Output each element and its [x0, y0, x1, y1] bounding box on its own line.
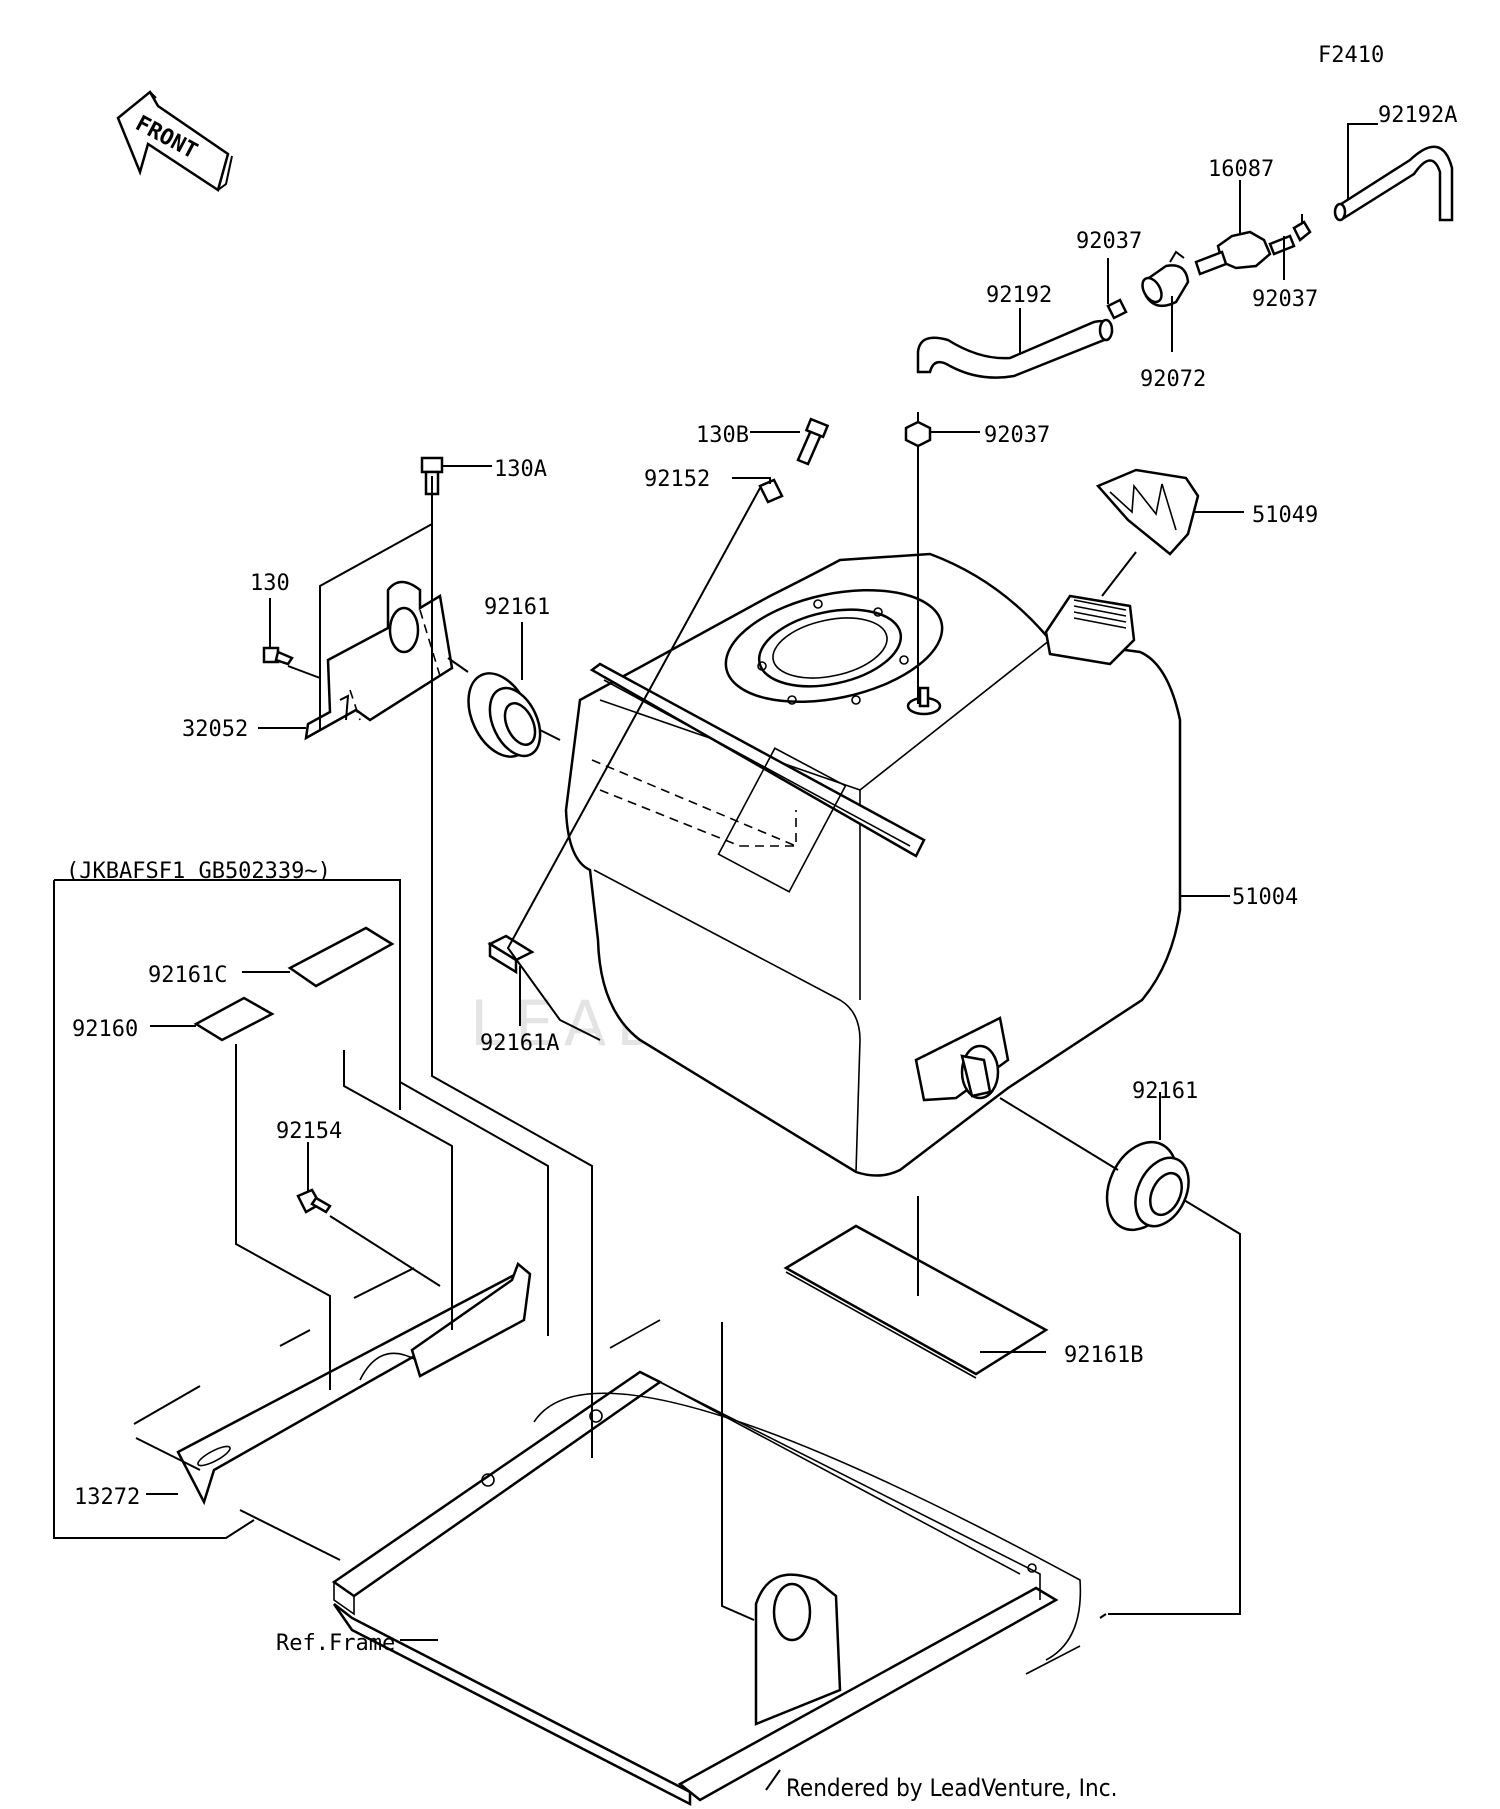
label-92161-b[interactable]: 92161: [1132, 1079, 1198, 1104]
part-labels: 92192A 16087 92037 92037 92192 92072 130…: [72, 103, 1457, 1656]
front-arrow-icon: FRONT: [116, 90, 233, 192]
label-92161B[interactable]: 92161B: [1064, 1343, 1143, 1368]
filter-16087[interactable]: [1194, 230, 1296, 276]
variant-box-label: (JKBAFSF1 GB502339~): [66, 859, 331, 884]
credit-text: Rendered by LeadVenture, Inc.: [786, 1774, 1117, 1802]
label-92161C[interactable]: 92161C: [148, 963, 227, 988]
leader-lines: [133, 123, 1378, 1791]
label-13272[interactable]: 13272: [74, 1485, 140, 1510]
pad-92161A[interactable]: [487, 934, 535, 975]
pad-92161C[interactable]: [287, 926, 395, 988]
bolt-92154[interactable]: [296, 1188, 332, 1214]
bolt-130[interactable]: [262, 646, 294, 666]
label-92072[interactable]: 92072: [1140, 367, 1206, 392]
label-92192[interactable]: 92192: [986, 283, 1052, 308]
label-51049[interactable]: 51049: [1252, 503, 1318, 528]
label-92152[interactable]: 92152: [644, 467, 710, 492]
hose-92192A[interactable]: [1333, 145, 1454, 222]
label-130[interactable]: 130: [250, 571, 290, 596]
label-92161A[interactable]: 92161A: [480, 1031, 559, 1056]
bracket-13272[interactable]: [176, 1261, 532, 1506]
hose-92192[interactable]: [916, 318, 1114, 379]
label-16087[interactable]: 16087: [1208, 157, 1274, 182]
clamp-92037-right[interactable]: [1292, 214, 1312, 242]
clamp-92037-mid[interactable]: [1106, 298, 1128, 320]
label-130B[interactable]: 130B: [696, 423, 749, 448]
fuel-tank-51004[interactable]: [564, 552, 1182, 1177]
cap-51049[interactable]: [1095, 468, 1200, 556]
pad-92160[interactable]: [193, 996, 275, 1042]
joint-92072[interactable]: [1139, 250, 1190, 308]
bolt-130B[interactable]: [796, 417, 830, 466]
label-92037-c[interactable]: 92037: [984, 423, 1050, 448]
bracket-32052[interactable]: [304, 580, 454, 741]
grommet-92161-left[interactable]: [456, 663, 550, 766]
label-92037-b[interactable]: 92037: [1252, 287, 1318, 312]
label-130A[interactable]: 130A: [494, 457, 547, 482]
label-ref-frame[interactable]: Ref.Frame: [276, 1631, 395, 1656]
label-92161-a[interactable]: 92161: [484, 595, 550, 620]
label-92192A[interactable]: 92192A: [1378, 103, 1457, 128]
grommet-92161-right[interactable]: [1094, 1131, 1199, 1241]
label-92160[interactable]: 92160: [72, 1017, 138, 1042]
variant-box: (JKBAFSF1 GB502339~): [53, 859, 401, 1539]
pad-92161B[interactable]: [783, 1224, 1049, 1379]
figure-id: F2410: [1318, 43, 1384, 68]
label-92154[interactable]: 92154: [276, 1119, 342, 1144]
ref-frame: [331, 1319, 1082, 1807]
clamp-92037-lower[interactable]: [904, 412, 932, 448]
label-32052[interactable]: 32052: [182, 717, 248, 742]
label-92037-a[interactable]: 92037: [1076, 229, 1142, 254]
label-51004[interactable]: 51004: [1232, 885, 1298, 910]
